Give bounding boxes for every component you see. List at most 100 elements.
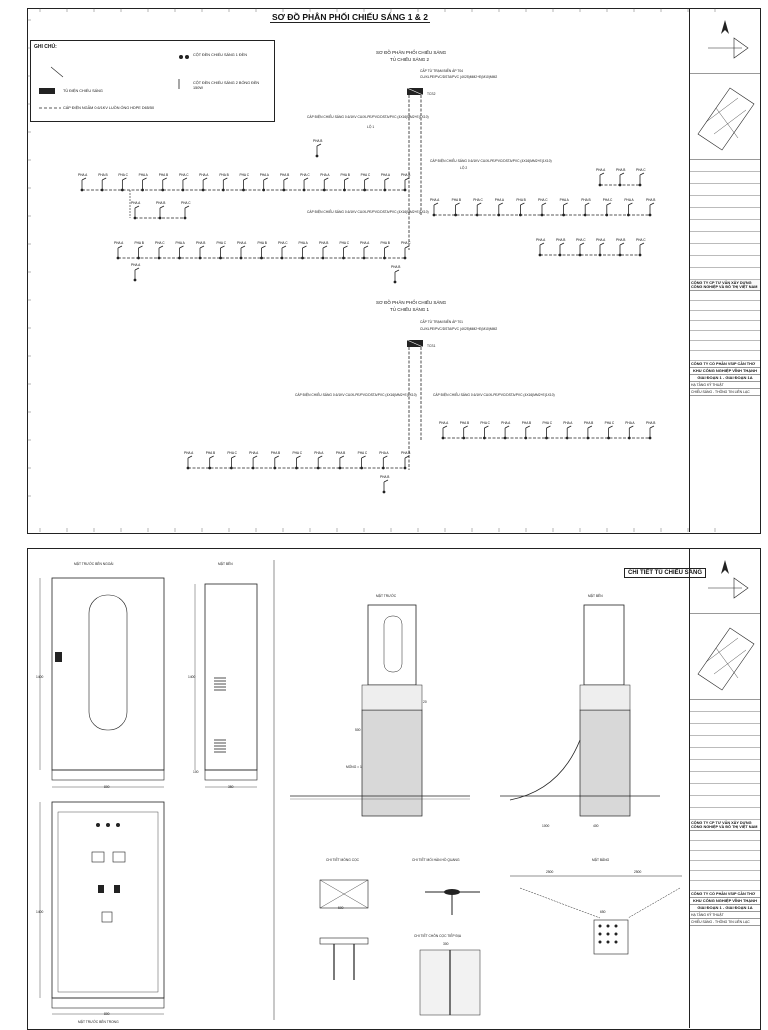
cabinet-window: [88, 594, 128, 731]
drawing-sheet-1: SƠ ĐỒ PHÂN PHỐI CHIẾU SÁNG 1 & 2 GHI CHÚ…: [27, 8, 761, 534]
pole-label: PHA A: [314, 451, 324, 455]
pole-label: PHA C: [576, 238, 586, 242]
pole-label: PHA A: [360, 241, 370, 245]
pole-label: PHA B: [584, 421, 593, 425]
pole-label: PHA B: [340, 173, 349, 177]
dimension: 100: [193, 770, 199, 774]
meter-icon: [91, 851, 105, 863]
project-name: KHU CÔNG NGHIỆP VĨNH THẠNH: [690, 368, 760, 375]
pole-label: PHA A: [184, 451, 194, 455]
consultant-name: CÔNG TY CP TƯ VẤN XÂY DỰNG CÔNG NGHIỆP V…: [690, 820, 760, 831]
pole-label: PHA B: [313, 139, 322, 143]
view-label: CHI TIẾT MỐI HÀN HỒ QUANG: [412, 858, 460, 862]
panel1-cable: CU/XLPE/PVC/DSTA/PVC (4X25)MM2+E(M10)MM2: [420, 327, 498, 331]
view-label: MẶT BẰNG: [592, 858, 610, 862]
pole-label: PHA A: [131, 201, 141, 205]
cabinet-front-outline: [51, 577, 165, 771]
dimension: 400: [593, 824, 599, 828]
key-plan-icon: [690, 73, 760, 154]
pole-label: PHA A: [495, 198, 505, 202]
dimension: 2500: [546, 870, 554, 874]
pole-label: PHA B: [452, 198, 461, 202]
pole-label: PHA B: [556, 238, 565, 242]
panel2-source: CẤP TỪ TRẠM BIẾN ÁP T04: [420, 69, 464, 73]
panel1-tag: TCS1: [427, 344, 436, 348]
pole-label: PHA B: [336, 451, 345, 455]
dimension: 650: [600, 910, 606, 914]
pole-label: PHA A: [560, 198, 570, 202]
dimension: MÓNG = 1700: [346, 765, 368, 769]
pole-label: PHA B: [196, 241, 205, 245]
pole-label: PHA C: [118, 173, 128, 177]
concrete-foundation: [361, 709, 423, 817]
sheet-title: SƠ ĐỒ PHÂN PHỐI CHIẾU SÁNG 1 & 2: [270, 12, 430, 23]
pole-label: PHA C: [179, 173, 189, 177]
legend-item: CỘT ĐÈN CHIẾU SÁNG 2 BÓNG ĐÈN 150W: [193, 81, 260, 90]
pole-label: PHA C: [538, 198, 548, 202]
pole-label: PHA A: [501, 421, 511, 425]
feeder-cable-label: CÁP ĐIỆN CHIẾU SÁNG 0.6/1KV CU/XLPE/PVC/…: [295, 393, 417, 397]
pole-label: PHA B: [616, 238, 625, 242]
pole-label: PHA B: [219, 173, 228, 177]
pole-label: PHA C: [293, 451, 303, 455]
feeder-label: LỘ 2: [460, 166, 468, 170]
pole-label: PHA B: [401, 451, 410, 455]
drawing-name: CHIẾU SÁNG - THÔNG TIN LIÊN LẠC: [690, 389, 760, 396]
pole-label: PHA A: [114, 241, 124, 245]
pole-label: PHA B: [258, 241, 267, 245]
pole-label: PHA A: [260, 173, 270, 177]
cabinet-details: [39, 560, 682, 1020]
project-phase: GIAI ĐOẠN 1 - GIAI ĐOẠN 1A: [690, 375, 760, 382]
panel1-title: SƠ ĐỒ PHÂN PHỐI CHIẾU SÁNG: [376, 300, 447, 305]
lock-icon: [55, 652, 62, 662]
legend-item: TỦ ĐIỆN CHIẾU SÁNG: [63, 89, 103, 93]
sheet-frame: [27, 8, 761, 534]
view-label: MẶT BÊN: [588, 594, 603, 598]
pole-label: PHA B: [271, 451, 280, 455]
item-name: HẠ TẦNG KỸ THUẬT: [690, 912, 760, 919]
pole-label: PHA A: [299, 241, 309, 245]
feeder-cable-label: CÁP ĐIỆN CHIẾU SÁNG 0.6/1KV CU/XLPE/PVC/…: [430, 159, 552, 163]
title-block: CÔNG TY CP TƯ VẤN XÂY DỰNG CÔNG NGHIỆP V…: [689, 8, 760, 532]
revision-table: [690, 699, 760, 820]
panel2-tag: TCS2: [427, 92, 436, 96]
feeder-label: LỘ 1: [367, 125, 375, 129]
north-arrow-icon: [708, 20, 749, 59]
pole-label: PHA B: [280, 173, 289, 177]
pole-label: PHA B: [646, 421, 655, 425]
item-name: HẠ TẦNG KỸ THUẬT: [690, 382, 760, 389]
pole-label: PHA A: [249, 451, 259, 455]
panel1-source: CẤP TỪ TRẠM BIẾN ÁP T01: [420, 320, 464, 324]
pole-label: PHA B: [616, 168, 625, 172]
pole-label: PHA B: [522, 421, 531, 425]
pole-label: PHA C: [181, 201, 191, 205]
pole-label: PHA A: [139, 173, 149, 177]
dimension: 1400: [188, 675, 196, 679]
dimension: 1400: [36, 910, 44, 914]
pole-label: PHA C: [300, 173, 310, 177]
pole-label: PHA B: [391, 265, 400, 269]
pole-label: PHA B: [135, 241, 144, 245]
pole-label: PHA A: [379, 451, 389, 455]
panel2-title: SƠ ĐỒ PHÂN PHỐI CHIẾU SÁNG: [376, 50, 447, 55]
pole-label: PHA C: [278, 241, 288, 245]
pole-label: PHA A: [176, 241, 186, 245]
legend-item: CỘT ĐÈN CHIẾU SÁNG 1 ĐÈN: [193, 53, 247, 57]
client-name: CÔNG TY CỔ PHẦN VSIP CẦN THƠ: [690, 361, 760, 368]
pole-label: PHA B: [380, 475, 389, 479]
panel2-subtitle: TỦ CHIẾU SÁNG 2: [390, 57, 430, 62]
legend-symbols: [39, 55, 189, 109]
view-label: MẶT TRƯỚC: [376, 594, 397, 598]
meter-icon: [112, 851, 126, 863]
pole-label: PHA A: [237, 241, 247, 245]
breaker-icon: [114, 885, 120, 893]
pole-label: PHA A: [439, 421, 449, 425]
pole-label: PHA B: [319, 241, 328, 245]
drawing-sheet-2: CHI TIẾT TỦ CHIẾU SÁNG MẶT TRƯỚC BÊN NGO…: [0, 540, 768, 1030]
key-plan-icon: [690, 613, 760, 694]
feeder-cable-label: CÁP ĐIỆN CHIẾU SÁNG 0.6/1KV CU/XLPE/PVC/…: [307, 210, 429, 214]
title-block: CÔNG TY CP TƯ VẤN XÂY DỰNG CÔNG NGHIỆP V…: [689, 548, 760, 1028]
dimension: 2500: [634, 870, 642, 874]
pole-label: PHA C: [227, 451, 237, 455]
feeder-cable-label: CÁP ĐIỆN CHIẾU SÁNG 0.6/1KV CU/XLPE/PVC/…: [433, 393, 555, 397]
